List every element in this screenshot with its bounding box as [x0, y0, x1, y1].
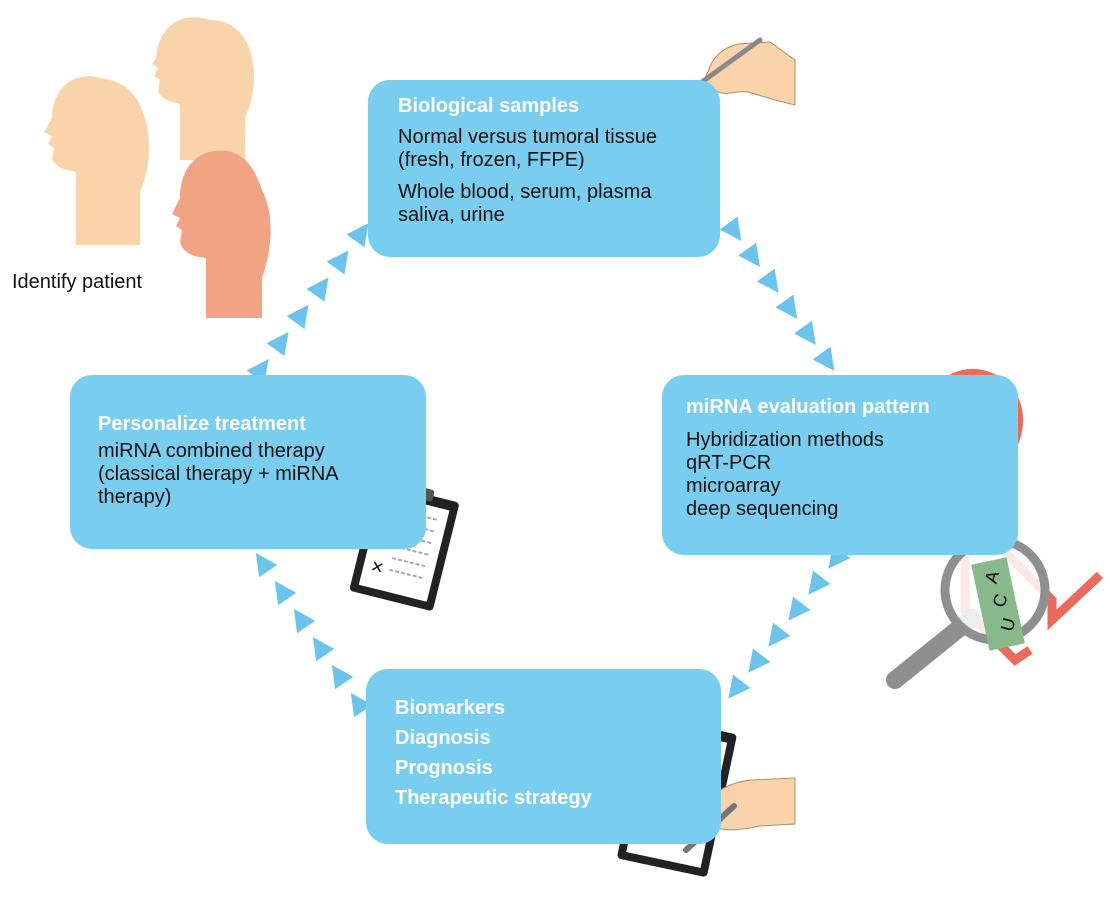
cycle-arrow-icon [768, 622, 791, 647]
mirna-evaluation-box: miRNA evaluation pattern Hybridization m… [662, 375, 1018, 555]
nucleotide-strand [971, 557, 1025, 651]
cycle-arrow-icon [808, 570, 831, 595]
box-line: miRNA combined therapy [98, 440, 325, 462]
box-line: Normal versus tumoral tissue [398, 126, 657, 148]
cycle-arrow-icon [738, 242, 761, 267]
box-line: Whole blood, serum, plasma [398, 181, 652, 203]
box-line: therapy) [98, 486, 172, 508]
cycle-arrow-icon [794, 320, 816, 345]
nucleotide-u: U [997, 616, 1020, 634]
cycle-arrow-icon [255, 552, 278, 578]
box-line: qRT-PCR [686, 452, 772, 474]
cycle-arrow-icon [293, 608, 316, 634]
cycle-arrow-icon [326, 250, 349, 275]
patient-head-back [152, 17, 255, 161]
box-line: Hybridization methods [686, 429, 884, 451]
box-title: Personalize treatment [98, 413, 306, 435]
cycle-arrow-icon [719, 216, 742, 241]
cycle-arrow-icon [756, 268, 779, 293]
cycle-arrow-icon [350, 692, 373, 718]
cycle-arrow-icon [312, 636, 335, 662]
identify-patient-label: Identify patient [12, 271, 143, 293]
box-title: Biological samples [398, 95, 580, 117]
box-title: Biomarkers [395, 697, 506, 719]
cycle-arrow-icon [748, 648, 771, 673]
box-line: (fresh, frozen, FFPE) [398, 149, 585, 171]
cycle-arrow-icon [286, 304, 309, 329]
box-line: (classical therapy + miRNA [98, 463, 339, 485]
cycle-arrow-icon [728, 674, 751, 699]
cycle-arrow-icon [775, 294, 798, 319]
cycle-arrow-icon [346, 223, 369, 248]
cycle-arrow-icon [331, 664, 354, 690]
nucleotide-a: A [981, 569, 1003, 586]
box-line: deep sequencing [686, 498, 839, 520]
box-title: Therapeutic strategy [395, 787, 592, 809]
patient-head-left [44, 76, 149, 245]
cross-icon: ✕ [368, 556, 386, 578]
personalize-treatment-box: Personalize treatment miRNA combined the… [70, 375, 426, 549]
cycle-arrow-icon [812, 346, 835, 371]
cycle-arrow-icon [274, 580, 297, 606]
biological-samples-box: Biological samples Normal versus tumoral… [368, 80, 720, 257]
cycle-arrow-icon [306, 277, 329, 302]
box-title: miRNA evaluation pattern [686, 396, 930, 418]
nucleotide-c: C [989, 592, 1012, 610]
biomarkers-box: Biomarkers Diagnosis Prognosis Therapeut… [366, 669, 721, 844]
cycle-arrow-icon [266, 331, 289, 357]
cycle-arrow-icon [788, 596, 811, 621]
patient-head-identified [172, 150, 271, 318]
box-title: Diagnosis [395, 727, 491, 749]
box-line: microarray [686, 475, 781, 497]
patient-heads-illustration [44, 17, 271, 318]
box-line: saliva, urine [398, 204, 505, 226]
box-title: Prognosis [395, 757, 493, 779]
